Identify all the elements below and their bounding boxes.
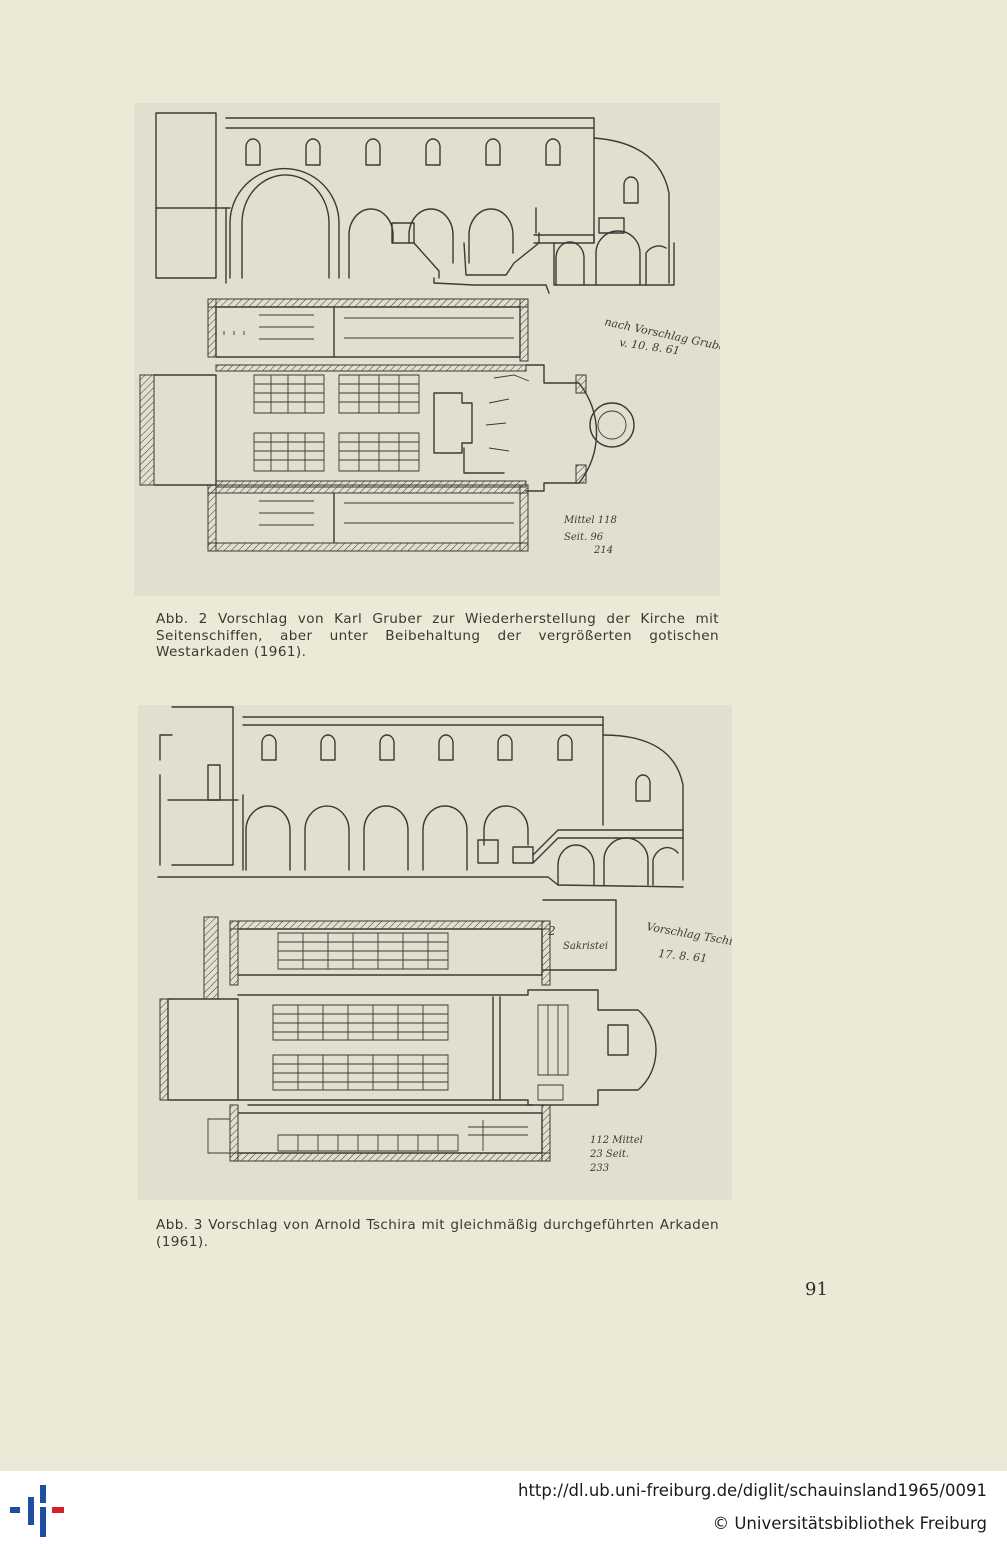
figure-2-pews (253, 314, 530, 526)
page-number: 91 (805, 1279, 828, 1300)
scanned-page: nach Vorschlag Gruber v. 10. 8. 61 Mitte… (134, 103, 828, 1300)
figure-2-plan (139, 298, 635, 552)
figure-2-elevation (155, 112, 675, 294)
figure-3-signature-date: 17. 8. 61 (658, 947, 708, 965)
footer-bar: http://dl.ub.uni-freiburg.de/diglit/scha… (0, 1471, 1007, 1544)
figure-3-caption: Abb. 3 Vorschlag von Arnold Tschira mit … (156, 1217, 719, 1250)
figure-3-room-number: 2 (547, 924, 556, 938)
figure-3-tally-line-2: 23 Seit. (589, 1149, 629, 1160)
copyright-notice: © Universitätsbibliothek Freiburg (712, 1514, 987, 1533)
figure-3-plan (159, 899, 657, 1162)
figure-3-elevation (157, 706, 684, 888)
figure-2-tally-line-2: Seit. 96 (564, 532, 604, 543)
figure-2-drawing: nach Vorschlag Gruber v. 10. 8. 61 Mitte… (134, 103, 720, 596)
figure-3-tally-line-1: 112 Mittel (590, 1135, 643, 1146)
figure-2-tally-line-1: Mittel 118 (563, 515, 617, 526)
figure-3-drawing: 2 Sakristei Vorschlag Tschira 17. 8. 61 … (138, 705, 732, 1200)
figure-3-tally-total: 233 (589, 1163, 609, 1174)
figure-3-signature-note: Vorschlag Tschira (645, 920, 732, 950)
figure-3-room-name: Sakristei (563, 941, 608, 952)
library-logo-icon (10, 1485, 64, 1537)
figure-3-sketch: 2 Sakristei Vorschlag Tschira 17. 8. 61 … (157, 706, 732, 1174)
figure-3-windows (261, 734, 651, 802)
figure-2-caption: Abb. 2 Vorschlag von Karl Gruber zur Wie… (156, 611, 719, 660)
figure-2-windows (245, 138, 639, 204)
figure-2-tally-total: 214 (593, 545, 613, 556)
document-url-link[interactable]: http://dl.ub.uni-freiburg.de/diglit/scha… (517, 1481, 987, 1500)
figure-3-pews (272, 932, 569, 1152)
figure-2-sketch: nach Vorschlag Gruber v. 10. 8. 61 Mitte… (139, 112, 720, 556)
